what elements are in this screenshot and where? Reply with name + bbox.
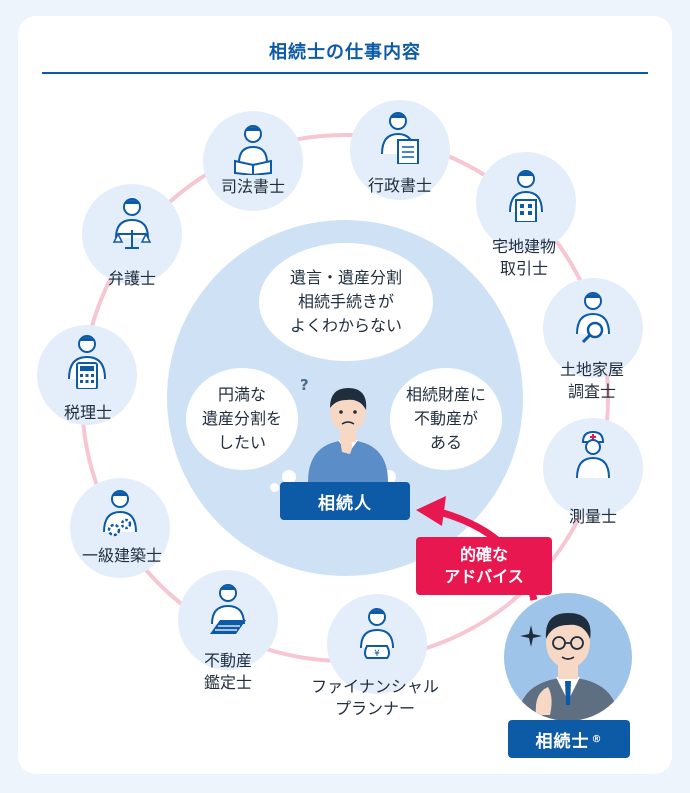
node-lawyer — [82, 184, 182, 284]
label-lawyer: 弁護士 — [107, 269, 157, 288]
label-judicial-scrivener: 司法書士 — [220, 177, 286, 196]
node-tax-accountant — [37, 325, 137, 425]
architect-gear-icon — [103, 490, 137, 537]
title-underline — [42, 72, 648, 74]
label-administrative-scrivener: 行政書士 — [367, 176, 433, 195]
surveyor-helmet-icon — [576, 430, 610, 479]
advice-line-2: アドバイス — [444, 567, 524, 586]
node-financial-planner: ¥ — [327, 594, 427, 694]
label-real-estate-appraiser: 不動産 鑑定士 — [203, 651, 253, 692]
tax-accountant-calculator-icon — [68, 335, 106, 389]
label-real-estate-agent: 宅地建物 取引士 — [491, 237, 557, 278]
node-land-house-investigator — [543, 278, 643, 378]
node-first-class-architect — [70, 478, 170, 578]
label-financial-planner: ファイナンシャル プランナー — [311, 677, 439, 718]
label-surveyor: 測量士 — [568, 507, 618, 526]
question-mark: ? — [300, 376, 309, 394]
heir-badge: 相続人 — [280, 482, 410, 520]
sparkle-icon — [520, 625, 542, 647]
judicial-scrivener-book-icon — [234, 125, 272, 175]
financial-planner-money-icon: ¥ — [360, 608, 394, 659]
advice-line-1: 的確な — [459, 545, 508, 564]
label-land-house-investigator: 土地家屋 調査士 — [559, 360, 625, 401]
registered-mark: ® — [591, 733, 603, 745]
land-surveyor-magnifier-icon — [576, 292, 610, 344]
advice-badge: 的確な アドバイス — [416, 537, 552, 595]
administrative-scrivener-document-icon — [381, 112, 419, 164]
page-title: 相続士の仕事内容 — [269, 42, 421, 63]
appraiser-roof-icon — [210, 584, 246, 634]
concern-bubble-top: 遺言・遺産分割 相続手続きが よくわからない — [259, 243, 433, 361]
real-estate-building-icon — [509, 170, 543, 222]
label-first-class-architect: 一級建築士 — [81, 546, 163, 565]
thought-dot — [270, 483, 279, 492]
thought-dot — [282, 470, 296, 484]
advisor-person-illustration — [518, 613, 618, 721]
concern-bubble-left: 円満な 遺産分割を したい — [186, 368, 298, 470]
node-administrative-scrivener — [350, 100, 450, 200]
svg-text:¥: ¥ — [374, 649, 380, 659]
advisor-circle — [504, 593, 632, 721]
heir-person-illustration — [308, 388, 388, 482]
lawyer-scales-icon — [112, 198, 152, 249]
label-tax-accountant: 税理士 — [63, 403, 113, 422]
node-surveyor — [543, 418, 643, 518]
advisor-badge: 相続士® — [508, 720, 630, 758]
node-judicial-scrivener — [203, 111, 303, 211]
advisor-label: 相続士 — [535, 731, 590, 752]
node-real-estate-agent — [476, 152, 576, 252]
node-real-estate-appraiser — [178, 570, 278, 670]
concern-bubble-right: 相続財産に 不動産が ある — [390, 368, 502, 470]
